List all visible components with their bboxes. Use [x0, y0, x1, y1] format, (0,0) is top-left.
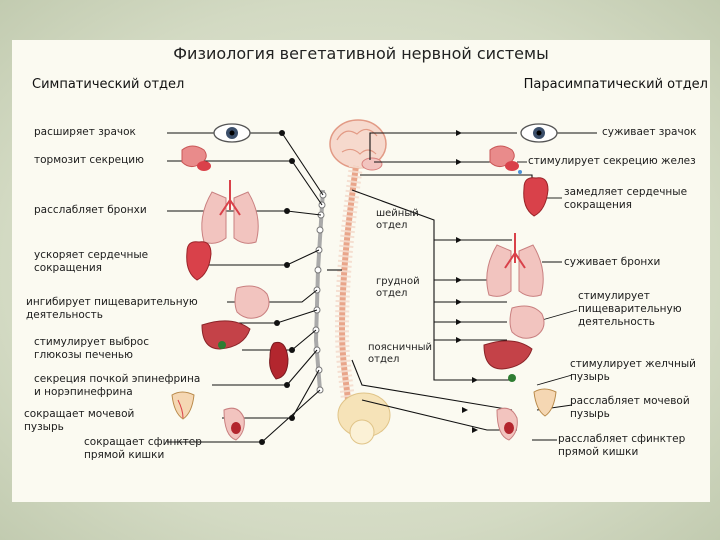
sympathetic-header: Симпатический отдел — [32, 77, 185, 92]
rectum-icon — [223, 407, 245, 441]
parasympathetic-effect-pupil: суживает зрачок — [602, 126, 697, 138]
diagram-title: Физиология вегетативной нервной системы — [173, 44, 549, 63]
parasympathetic-header: Парасимпатический отдел — [523, 77, 708, 92]
spine-vertebrae — [334, 165, 363, 401]
stomach-icon — [509, 305, 545, 339]
salivary-glands-icon — [489, 145, 522, 174]
eye-icon — [213, 123, 251, 143]
parasympathetic-effect-glands: стимулирует секрецию желез — [528, 155, 696, 167]
sympathetic-effect-bronchi: расслабляет бронхи — [34, 204, 147, 216]
nervous-system-diagram — [167, 119, 597, 445]
sympathetic-effect-secretion: тормозит секрецию — [34, 154, 144, 166]
stomach-icon — [234, 285, 270, 319]
lungs-icon — [486, 233, 544, 297]
diagram-sheet: Физиология вегетативной нервной системы … — [12, 40, 710, 502]
liver-icon — [201, 320, 251, 350]
label-leaders — [517, 132, 597, 441]
brain — [329, 119, 387, 171]
bladder-icon — [533, 388, 557, 417]
bladder-icon — [171, 391, 195, 420]
salivary-glands-icon — [181, 145, 211, 171]
parasympathetic-effect-bronchi: суживает бронхи — [564, 256, 661, 268]
lungs-icon — [201, 180, 259, 244]
eye-icon — [520, 123, 558, 143]
sympathetic-ganglia — [259, 130, 295, 445]
kidney-icon — [269, 341, 289, 380]
rectum-icon — [496, 407, 518, 441]
chain-ganglia — [312, 191, 327, 394]
heart-icon — [523, 177, 549, 217]
sympathetic-effect-pupil: расширяет зрачок — [34, 126, 136, 138]
parasympathetic-ganglia — [456, 130, 478, 433]
heart-icon — [186, 241, 212, 281]
liver-icon — [483, 340, 533, 382]
